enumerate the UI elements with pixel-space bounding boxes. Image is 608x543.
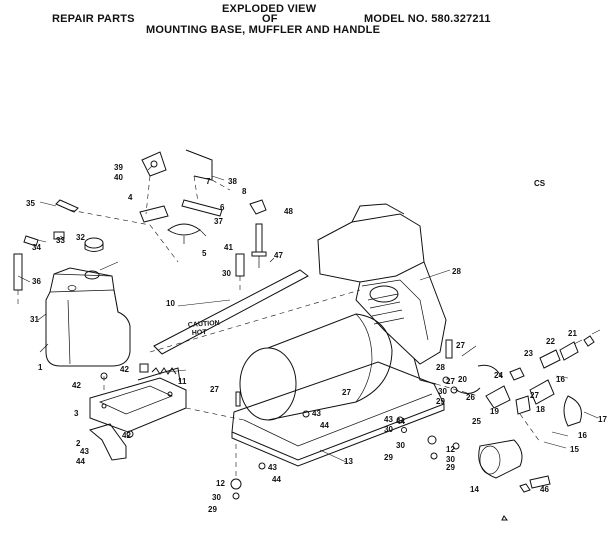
label-43d: 43	[384, 415, 393, 424]
label-33: 33	[56, 236, 65, 245]
label-2: 2	[76, 439, 81, 448]
decal-line-2: HOT	[192, 329, 208, 337]
label-40: 40	[114, 173, 123, 182]
label-6: 6	[220, 203, 225, 212]
label-23: 23	[524, 349, 533, 358]
label-42b: 42	[120, 365, 129, 374]
label-30b: 30	[212, 493, 221, 502]
fuel-tank	[45, 267, 131, 367]
label-30e: 30	[438, 387, 447, 396]
bolt-41	[235, 253, 245, 290]
label-21: 21	[568, 329, 577, 338]
muffler-bracket-parts	[139, 149, 267, 244]
exhaust-parts	[435, 335, 595, 493]
label-3: 3	[74, 409, 79, 418]
label-34: 34	[32, 243, 41, 252]
header-title-line1: EXPLODED VIEW	[222, 3, 317, 15]
label-24: 24	[494, 371, 503, 380]
caution-decal: CAUTION HOT	[188, 320, 220, 337]
label-27b: 27	[342, 388, 351, 397]
label-16: 16	[556, 375, 565, 384]
base-frame	[149, 289, 445, 467]
label-20: 20	[458, 375, 467, 384]
label-28: 28	[452, 267, 461, 276]
label-12b: 12	[216, 479, 225, 488]
label-7: 7	[206, 177, 211, 186]
label-35: 35	[26, 199, 35, 208]
label-8: 8	[242, 187, 247, 196]
label-10: 10	[166, 299, 175, 308]
handle-bar	[153, 269, 309, 355]
spark-plug	[251, 223, 267, 268]
label-31: 31	[30, 315, 39, 324]
label-13: 13	[344, 457, 353, 466]
mounting-bracket	[88, 367, 187, 461]
label-30c: 30	[384, 425, 393, 434]
header-title-line2: OF	[262, 13, 278, 25]
label-43a: 43	[80, 447, 89, 456]
label-44b: 44	[320, 421, 329, 430]
fuel-cap	[84, 237, 104, 252]
label-11: 11	[178, 377, 187, 386]
label-14: 14	[470, 485, 479, 494]
label-30f: 30	[446, 455, 455, 464]
muffler-cylinder	[239, 313, 393, 421]
label-18: 18	[536, 405, 545, 414]
label-48: 48	[284, 207, 293, 216]
label-19: 19	[490, 407, 499, 416]
label-27d: 27	[446, 377, 455, 386]
spring	[151, 367, 177, 375]
label-46: 46	[540, 485, 549, 494]
label-44a: 44	[76, 457, 85, 466]
label-32: 32	[76, 233, 85, 242]
label-4: 4	[128, 193, 133, 202]
label-36: 36	[32, 277, 41, 286]
label-28b: 28	[436, 363, 445, 372]
label-5: 5	[202, 249, 207, 258]
decal-line-1: CAUTION	[188, 320, 220, 329]
label-41: 41	[224, 243, 233, 252]
label-44d: 44	[396, 417, 405, 426]
label-27a: 27	[210, 385, 219, 394]
header-title-line3: MOUNTING BASE, MUFFLER AND HANDLE	[146, 24, 381, 36]
label-30a: 30	[222, 269, 231, 278]
label-22: 22	[546, 337, 555, 346]
leader-lines	[17, 165, 601, 463]
label-42c: 42	[122, 431, 131, 440]
hardware	[100, 339, 508, 521]
label-43c: 43	[268, 463, 277, 472]
label-47: 47	[274, 251, 283, 260]
callout-labels: 1 2 3 4 5 6 7 8 10 11 12 12 13 14 15 16 …	[26, 163, 607, 514]
label-12: 12	[446, 445, 455, 454]
label-1: 1	[38, 363, 43, 372]
label-26: 26	[466, 393, 475, 402]
corner-code: CS	[534, 179, 546, 188]
header-repair-parts: REPAIR PARTS	[52, 13, 135, 25]
fuel-line-parts	[13, 199, 179, 305]
label-37: 37	[214, 217, 223, 226]
label-15: 15	[570, 445, 579, 454]
label-27c: 27	[456, 341, 465, 350]
label-29d: 29	[446, 463, 455, 472]
header-model-number: MODEL NO. 580.327211	[364, 13, 491, 25]
label-42a: 42	[72, 381, 81, 390]
label-16b: 16	[578, 431, 587, 440]
label-30d: 30	[396, 441, 405, 450]
engine	[317, 203, 447, 385]
label-29a: 29	[208, 505, 217, 514]
label-17: 17	[598, 415, 607, 424]
label-29b: 29	[384, 453, 393, 462]
label-27e: 27	[530, 391, 539, 400]
label-39: 39	[114, 163, 123, 172]
label-25: 25	[472, 417, 481, 426]
label-44c: 44	[272, 475, 281, 484]
label-38: 38	[228, 177, 237, 186]
label-29c: 29	[436, 397, 445, 406]
label-43b: 43	[312, 409, 321, 418]
